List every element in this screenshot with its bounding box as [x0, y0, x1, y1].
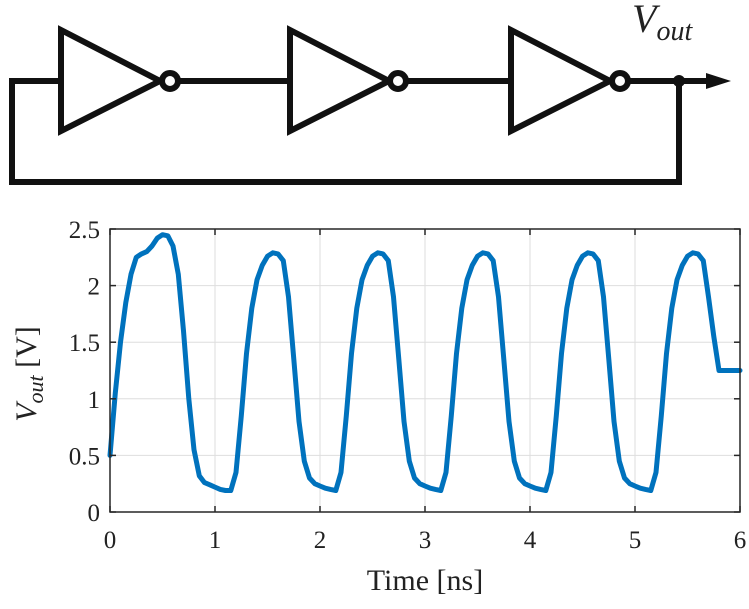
- ring-oscillator-schematic: [9, 25, 712, 185]
- y-tick-label: 1: [88, 387, 101, 414]
- inverter-3-triangle: [508, 25, 617, 136]
- x-tick-label: 6: [734, 527, 747, 554]
- inverter-1-bubble: [159, 70, 181, 92]
- x-tick-label: 2: [314, 527, 327, 554]
- output-arrowhead: [706, 73, 731, 89]
- vout-label-main: V: [632, 0, 661, 41]
- y-tick-label: 1.5: [69, 330, 100, 357]
- inverter-2-bubble: [387, 70, 409, 92]
- output-node-dot: [673, 75, 685, 87]
- y-tick-label: 2.5: [69, 217, 100, 244]
- x-tick-label: 1: [209, 527, 222, 554]
- y-axis-title-main: V: [10, 400, 43, 422]
- vout-label-sub: out: [656, 16, 693, 47]
- y-axis-title: Vout [V]: [10, 326, 48, 422]
- x-tick-label: 0: [104, 527, 117, 554]
- plot-area: 0 1 2 3 4 5 6 0 0.5 1 1.5 2 2.5: [69, 217, 747, 554]
- x-tick-label: 5: [629, 527, 642, 554]
- x-axis-title: Time [ns]: [367, 564, 483, 597]
- y-tick-label: 2: [88, 274, 101, 301]
- inverter-3-bubble: [609, 70, 631, 92]
- y-tick-labels: 0 0.5 1 1.5 2 2.5: [69, 217, 100, 527]
- x-tick-label: 3: [419, 527, 432, 554]
- x-tick-labels: 0 1 2 3 4 5 6: [104, 527, 747, 554]
- inverter-2-triangle: [287, 25, 396, 136]
- y-axis-title-units: [V]: [10, 326, 43, 375]
- y-tick-label: 0.5: [69, 443, 100, 470]
- vout-series-line: [107, 232, 743, 493]
- vout-label: Vout: [632, 0, 693, 47]
- x-tick-label: 4: [524, 527, 537, 554]
- y-axis-title-sub: out: [23, 374, 48, 403]
- feedback-wire: [9, 78, 682, 185]
- y-tick-label: 0: [88, 500, 101, 527]
- axis-ticks: [109, 228, 741, 513]
- inverter-1-triangle: [58, 25, 167, 136]
